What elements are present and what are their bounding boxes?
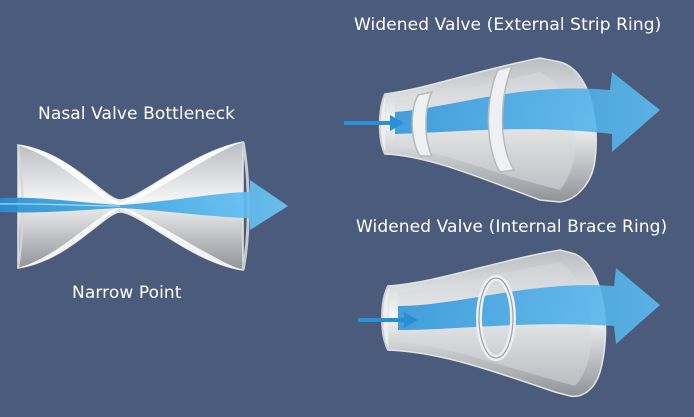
external-strip-ring-2 [487, 64, 516, 173]
external-strip-diagram [344, 57, 660, 203]
label-narrow-point: Narrow Point [72, 283, 182, 303]
title-nasal-valve-bottleneck: Nasal Valve Bottleneck [38, 104, 236, 124]
internal-brace-diagram [358, 249, 660, 398]
title-external-strip-ring: Widened Valve (External Strip Ring) [354, 15, 662, 35]
title-internal-brace-ring: Widened Valve (Internal Brace Ring) [356, 217, 668, 237]
bottleneck-bottom-wall [18, 206, 243, 270]
external-airflow-arrow [395, 72, 660, 152]
internal-airflow-arrow [398, 268, 660, 344]
internal-inlet-arrow [358, 312, 418, 328]
internal-brace-ring-outline [478, 277, 514, 359]
bottleneck-airflow-arrow [0, 180, 288, 230]
external-strip-ring-1 [411, 90, 434, 157]
bottleneck-airflow-line [0, 203, 121, 207]
external-inlet-arrow [344, 115, 404, 131]
bottleneck-diagram [0, 141, 288, 271]
bottleneck-top-wall [18, 142, 243, 206]
